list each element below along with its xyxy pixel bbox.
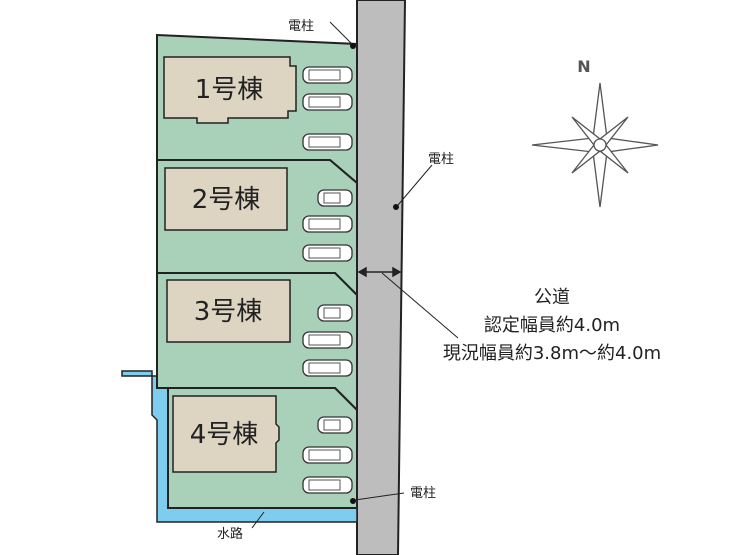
building-1 [163,56,297,124]
utility-pole-icon [350,43,356,49]
leader-line [397,164,433,206]
public-road [356,0,407,555]
road-actual-width: 現況幅員約3.8m～約4.0m [443,343,661,364]
compass-rose-icon [531,82,659,208]
building-1-label: 1号棟 [195,75,264,105]
parking-car-icon [302,476,353,494]
parking-car-icon [302,133,353,151]
leader-line [354,492,405,501]
parking-car-icon [317,304,353,322]
pole-label-bottom: 電柱 [410,486,436,501]
parking-car-icon [317,416,353,434]
pole-label-top: 電柱 [288,19,314,34]
road-certified-width: 認定幅員約4.0m [484,315,620,336]
utility-pole-icon [350,498,356,504]
parking-car-icon [317,189,353,207]
parking-car-icon [302,331,353,349]
pole-label-road: 電柱 [428,152,454,167]
leader-line [329,21,353,45]
parking-car-icon [302,66,353,84]
waterway-label: 水路 [217,526,243,542]
building-4 [172,395,280,473]
road-type: 公道 [534,287,570,308]
leader-line [251,511,265,529]
parking-car-icon [302,359,353,377]
parking-car-icon [302,446,353,464]
parking-car-icon [302,93,353,111]
utility-pole-icon [393,204,399,210]
building-2 [164,167,288,231]
parking-car-icon [302,244,353,262]
building-2-label: 2号棟 [192,185,261,215]
compass-north-label: N [577,57,590,76]
building-3 [166,279,291,343]
parking-car-icon [302,215,353,233]
building-4-label: 4号棟 [190,420,259,450]
building-3-label: 3号棟 [194,297,263,327]
road-width-arrow [357,266,459,339]
